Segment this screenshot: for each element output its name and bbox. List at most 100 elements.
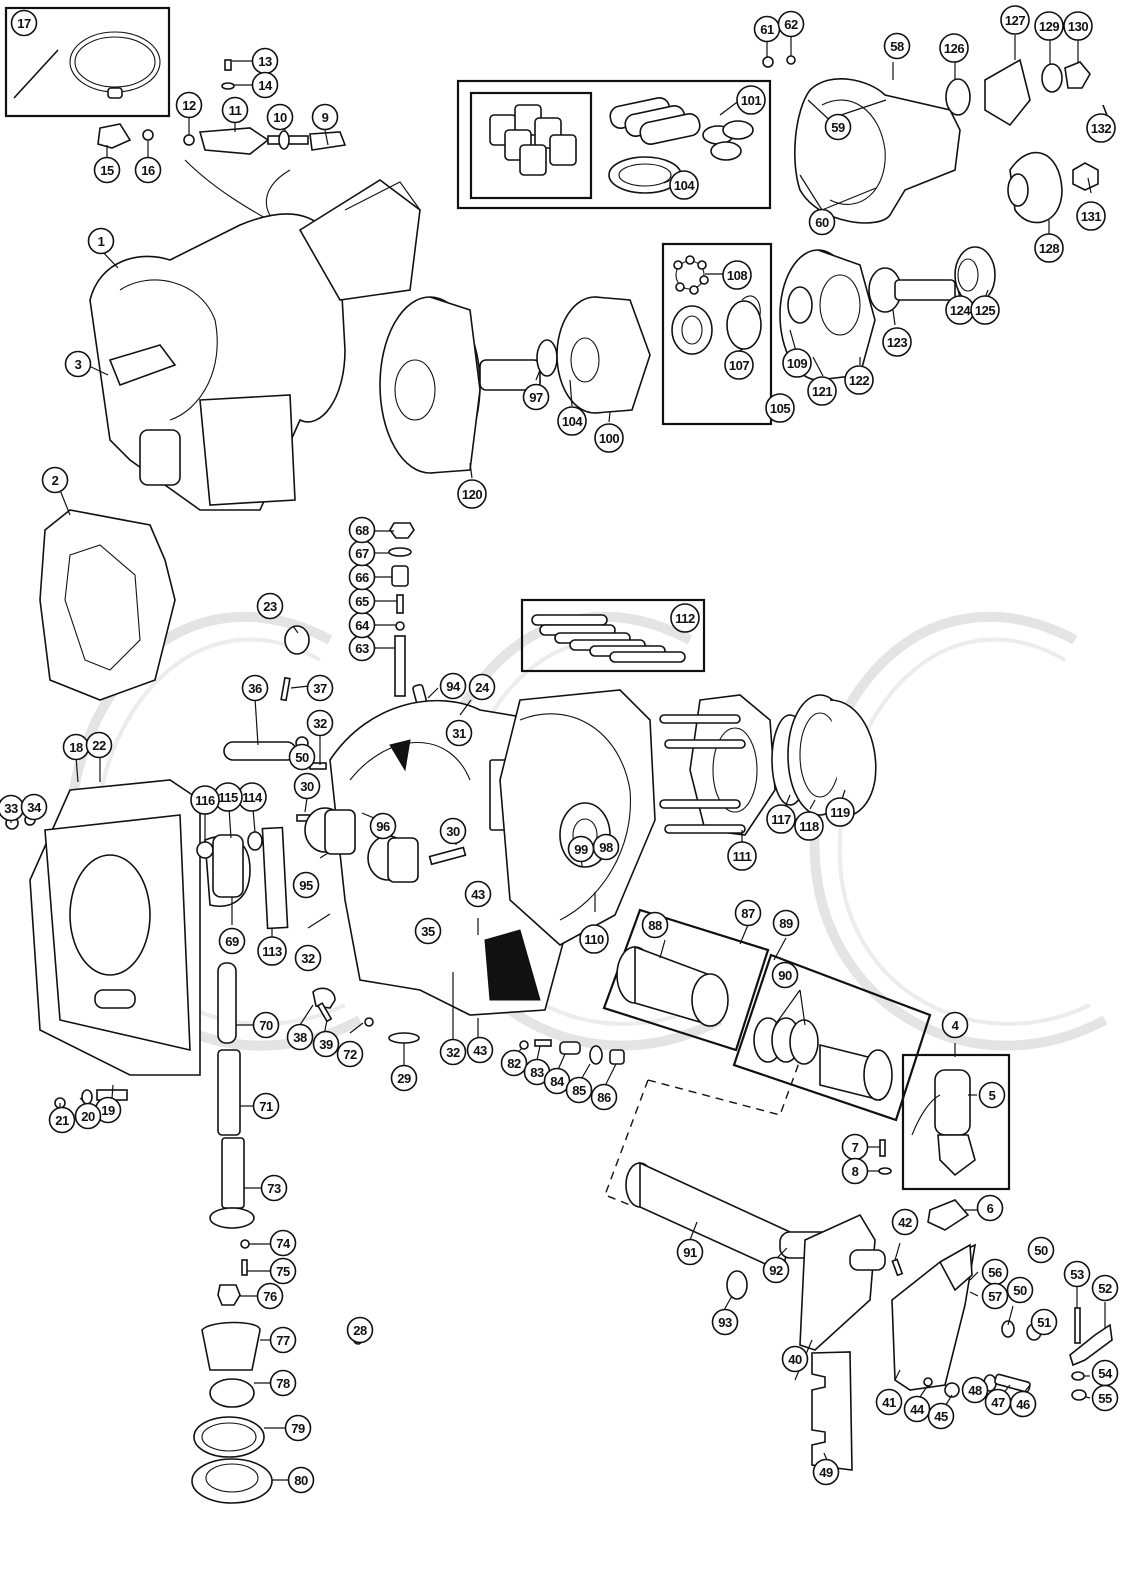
- callout-40[interactable]: 40: [781, 1345, 809, 1373]
- callout-75[interactable]: 75: [269, 1257, 297, 1285]
- callout-125[interactable]: 125: [970, 295, 1000, 325]
- output-flange-128[interactable]: [1007, 151, 1099, 224]
- callout-117[interactable]: 117: [766, 804, 796, 834]
- operating-lever-41[interactable]: [891, 1243, 977, 1391]
- callout-64[interactable]: 64: [348, 611, 376, 639]
- callout-92[interactable]: 92: [762, 1256, 790, 1284]
- callout-97[interactable]: 97: [522, 383, 550, 411]
- callout-43[interactable]: 43: [464, 880, 492, 908]
- callout-108[interactable]: 108: [722, 260, 752, 290]
- callout-35[interactable]: 35: [414, 917, 442, 945]
- planet-carrier-100[interactable]: [556, 296, 651, 414]
- callout-28[interactable]: 28: [346, 1316, 374, 1344]
- callout-4[interactable]: 4: [941, 1011, 969, 1039]
- callout-98[interactable]: 98: [592, 833, 620, 861]
- callout-3[interactable]: 3: [64, 350, 92, 378]
- callout-13[interactable]: 13: [251, 47, 279, 75]
- callout-11[interactable]: 11: [221, 96, 249, 124]
- callout-124[interactable]: 124: [945, 295, 975, 325]
- callout-86[interactable]: 86: [590, 1083, 618, 1111]
- callout-50[interactable]: 50: [1027, 1236, 1055, 1264]
- callout-19[interactable]: 19: [94, 1096, 122, 1124]
- callout-18[interactable]: 18: [62, 733, 90, 761]
- callout-79[interactable]: 79: [284, 1414, 312, 1442]
- callout-57[interactable]: 57: [981, 1282, 1009, 1310]
- piston-rings-part[interactable]: [753, 1017, 893, 1102]
- callout-30[interactable]: 30: [439, 817, 467, 845]
- bearing-kit-part[interactable]: [671, 255, 762, 355]
- callout-105[interactable]: 105: [765, 393, 795, 423]
- callout-20[interactable]: 20: [74, 1102, 102, 1130]
- callout-65[interactable]: 65: [348, 587, 376, 615]
- callout-17[interactable]: 17: [10, 9, 38, 37]
- callout-109[interactable]: 109: [782, 348, 812, 378]
- callout-99[interactable]: 99: [567, 835, 595, 863]
- callout-100[interactable]: 100: [594, 423, 624, 453]
- callout-107[interactable]: 107: [724, 350, 754, 380]
- callout-70[interactable]: 70: [252, 1011, 280, 1039]
- callout-69[interactable]: 69: [218, 927, 246, 955]
- callout-101[interactable]: 101: [736, 85, 766, 115]
- callout-121[interactable]: 121: [807, 376, 837, 406]
- callout-119[interactable]: 119: [825, 797, 855, 827]
- callout-41[interactable]: 41: [875, 1388, 903, 1416]
- callout-131[interactable]: 131: [1076, 201, 1106, 231]
- callout-123[interactable]: 123: [882, 327, 912, 357]
- callout-127[interactable]: 127: [1000, 5, 1030, 35]
- callout-61[interactable]: 61: [753, 15, 781, 43]
- callout-51[interactable]: 51: [1030, 1308, 1058, 1336]
- relief-valve-stack[interactable]: [388, 522, 428, 709]
- callout-58[interactable]: 58: [883, 32, 911, 60]
- callout-29[interactable]: 29: [390, 1064, 418, 1092]
- callout-31[interactable]: 31: [445, 719, 473, 747]
- callout-104[interactable]: 104: [557, 406, 587, 436]
- overdrive-main-housing[interactable]: [89, 179, 421, 511]
- valve-plate-40[interactable]: [799, 1213, 886, 1351]
- callout-77[interactable]: 77: [269, 1326, 297, 1354]
- callout-56[interactable]: 56: [981, 1258, 1009, 1286]
- operating-piston-part[interactable]: [616, 945, 729, 1027]
- callout-72[interactable]: 72: [336, 1040, 364, 1068]
- callout-111[interactable]: 111: [727, 841, 757, 871]
- thrust-ring-111[interactable]: [659, 694, 776, 836]
- callout-36[interactable]: 36: [241, 674, 269, 702]
- callout-55[interactable]: 55: [1091, 1384, 1119, 1412]
- brake-ring-110[interactable]: [499, 689, 656, 946]
- callout-110[interactable]: 110: [579, 924, 609, 954]
- baffle-49[interactable]: [811, 1351, 853, 1471]
- callout-85[interactable]: 85: [565, 1076, 593, 1104]
- callout-120[interactable]: 120: [457, 479, 487, 509]
- callout-94[interactable]: 94: [439, 672, 467, 700]
- callout-14[interactable]: 14: [251, 71, 279, 99]
- callout-113[interactable]: 113: [257, 936, 287, 966]
- callout-60[interactable]: 60: [808, 208, 836, 236]
- callout-88[interactable]: 88: [641, 911, 669, 939]
- callout-132[interactable]: 132: [1086, 113, 1116, 143]
- callout-93[interactable]: 93: [711, 1308, 739, 1336]
- callout-115[interactable]: 115: [213, 782, 243, 812]
- callout-82[interactable]: 82: [500, 1049, 528, 1077]
- callout-87[interactable]: 87: [734, 899, 762, 927]
- callout-73[interactable]: 73: [260, 1174, 288, 1202]
- callout-9[interactable]: 9: [311, 103, 339, 131]
- callout-122[interactable]: 122: [844, 365, 874, 395]
- callout-45[interactable]: 45: [927, 1402, 955, 1430]
- solenoid-fixings[interactable]: [878, 1139, 970, 1231]
- callout-48[interactable]: 48: [961, 1376, 989, 1404]
- callout-7[interactable]: 7: [841, 1133, 869, 1161]
- callout-104[interactable]: 104: [669, 170, 699, 200]
- callout-46[interactable]: 46: [1009, 1390, 1037, 1418]
- callout-129[interactable]: 129: [1034, 11, 1064, 41]
- callout-32[interactable]: 32: [306, 709, 334, 737]
- callout-30[interactable]: 30: [293, 772, 321, 800]
- callout-5[interactable]: 5: [978, 1081, 1006, 1109]
- callout-95[interactable]: 95: [292, 871, 320, 899]
- callout-112[interactable]: 112: [670, 603, 700, 633]
- callout-12[interactable]: 12: [175, 91, 203, 119]
- small-fixings-bottom-left[interactable]: [54, 1089, 363, 1345]
- callout-8[interactable]: 8: [841, 1157, 869, 1185]
- callout-24[interactable]: 24: [468, 673, 496, 701]
- callout-126[interactable]: 126: [939, 33, 969, 63]
- callout-34[interactable]: 34: [20, 793, 48, 821]
- callout-80[interactable]: 80: [287, 1466, 315, 1494]
